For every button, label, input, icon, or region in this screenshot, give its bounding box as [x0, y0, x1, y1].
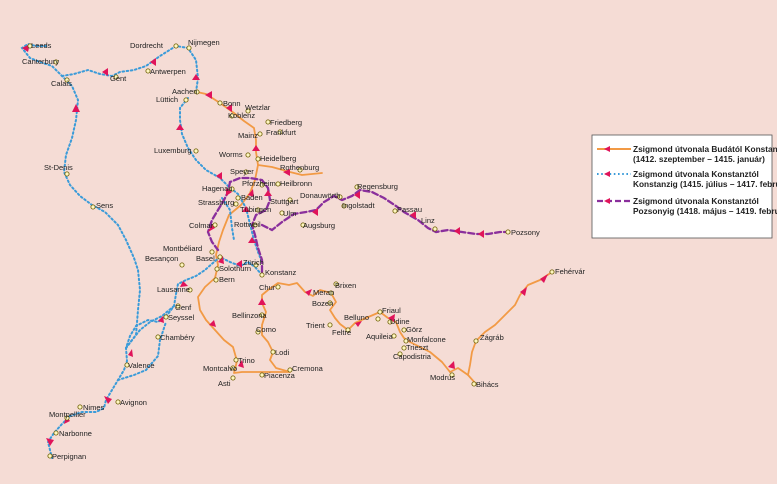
city-label: Feltre [332, 328, 351, 337]
city-label: Dordrecht [130, 41, 164, 50]
city-label: Montpellier [49, 410, 86, 419]
city-label: Avignon [120, 398, 147, 407]
city-label: Konstanz [265, 268, 297, 277]
city-label: Basel [196, 254, 215, 263]
city-markers [27, 43, 555, 459]
city-label: Valence [128, 361, 155, 370]
city-label: Lausanne [157, 285, 190, 294]
legend-box [591, 134, 773, 239]
legend-item-2-line2: Konstanzig (1415. július – 1417. február… [633, 179, 777, 189]
city-label: Mainz [238, 131, 258, 140]
city-label: Asti [218, 379, 231, 388]
city-label: Zágráb [480, 333, 504, 342]
legend: Zsigmond útvonala Budától Konstanzig (14… [591, 134, 777, 239]
city-label: Seyssel [168, 313, 195, 322]
city-label: Rothenburg [280, 163, 319, 172]
city-label: Stuttgart [270, 197, 299, 206]
city-label: Perpignan [52, 452, 86, 461]
legend-item-3-line1: Zsigmond útvonala Konstanztól [633, 196, 759, 206]
city-label: Wetzlar [245, 103, 271, 112]
city-label: Hagenau [202, 184, 232, 193]
city-label: Capodistria [393, 352, 432, 361]
city-label: Besançon [145, 254, 178, 263]
city-label: Narbonne [59, 429, 92, 438]
legend-item-1-line2: (1412. szeptember – 1415. január) [633, 154, 765, 164]
city-label: Zürich [243, 258, 264, 267]
city-label: Tübingen [240, 205, 271, 214]
city-label: Gent [110, 74, 127, 83]
city-label: Friedberg [270, 118, 302, 127]
city-label: Bihács [476, 380, 499, 389]
city-label: Montcalvo [203, 364, 237, 373]
city-label: Heilbronn [280, 179, 312, 188]
city-label: Görz [406, 325, 423, 334]
city-label: Meran [313, 288, 334, 297]
city-label: Worms [219, 150, 243, 159]
city-label: Sens [96, 201, 113, 210]
city-label: Augsburg [303, 221, 335, 230]
city-label: Udine [390, 317, 410, 326]
city-label: Chambéry [160, 333, 195, 342]
city-label: Brixen [335, 281, 356, 290]
city-label: Ingolstadt [342, 201, 375, 210]
city-label: Belluno [344, 313, 369, 322]
city-label: Frankfurt [266, 128, 297, 137]
city-label: Koblenz [228, 111, 255, 120]
city-label: Friaul [382, 306, 401, 315]
city-label: Lodi [275, 348, 290, 357]
city-label: Canterbury [22, 57, 59, 66]
city-label: Colmar [189, 221, 214, 230]
city-label: Heidelberg [260, 154, 296, 163]
city-label: Pozsony [511, 228, 540, 237]
city-label: Antwerpen [150, 67, 186, 76]
city-label: Fehérvár [555, 267, 586, 276]
city-label: St-Denis [44, 163, 73, 172]
city-label: Aquileia [366, 332, 394, 341]
city-label: Cremona [292, 364, 324, 373]
legend-item-route-2: Zsigmond útvonala Konstanztól Konstanzig… [597, 169, 777, 189]
city-label: Calais [51, 79, 72, 88]
legend-item-route-3: Zsigmond útvonala Konstanztól Pozsonyig … [597, 196, 777, 216]
city-label: Luxemburg [154, 146, 192, 155]
city-label: Leeds [31, 41, 52, 50]
city-label: Linz [421, 216, 435, 225]
city-label: Piacenza [264, 371, 296, 380]
city-label: Genf [175, 303, 192, 312]
city-label: Pforzheim [242, 179, 276, 188]
city-label: Nijmegen [188, 38, 220, 47]
city-label: Bellinzona [232, 311, 267, 320]
city-label: Trieszt [406, 343, 429, 352]
city-label: Bozen [312, 299, 333, 308]
city-label: Solothurn [219, 264, 251, 273]
city-label: Rottweil [234, 220, 261, 229]
legend-item-1-line1: Zsigmond útvonala Budától Konstanzig [633, 144, 777, 154]
route-konstanzpozsony [206, 176, 510, 274]
city-label: Baden [241, 193, 263, 202]
city-label: Strassburg [198, 198, 234, 207]
city-label: Monfalcone [407, 335, 446, 344]
city-label: Chur [259, 283, 276, 292]
legend-item-2-line1: Zsigmond útvonala Konstanztól [633, 169, 759, 179]
city-label: Nimes [83, 403, 105, 412]
city-label: Bonn [223, 99, 241, 108]
city-label: Modrus [430, 373, 455, 382]
city-label: Ulm [283, 209, 296, 218]
city-label: Montbéliard [163, 244, 202, 253]
city-labels: Leeds Canterbury Dordrecht Nijmegen Antw… [22, 38, 586, 461]
city-label: Como [256, 325, 276, 334]
city-label: Bern [219, 275, 235, 284]
city-label: Regensburg [357, 182, 398, 191]
city-label: Passau [397, 205, 422, 214]
city-label: Lüttich [156, 95, 178, 104]
city-label: Trient [306, 321, 326, 330]
city-label: Aachen [172, 87, 197, 96]
legend-item-3-line2: Pozsonyig (1418. május – 1419. február) [633, 206, 777, 216]
city-label: Trino [238, 356, 255, 365]
city-label: Speyer [230, 167, 254, 176]
city-label: Donauwörth [300, 191, 340, 200]
legend-item-route-1: Zsigmond útvonala Budától Konstanzig (14… [597, 144, 777, 164]
